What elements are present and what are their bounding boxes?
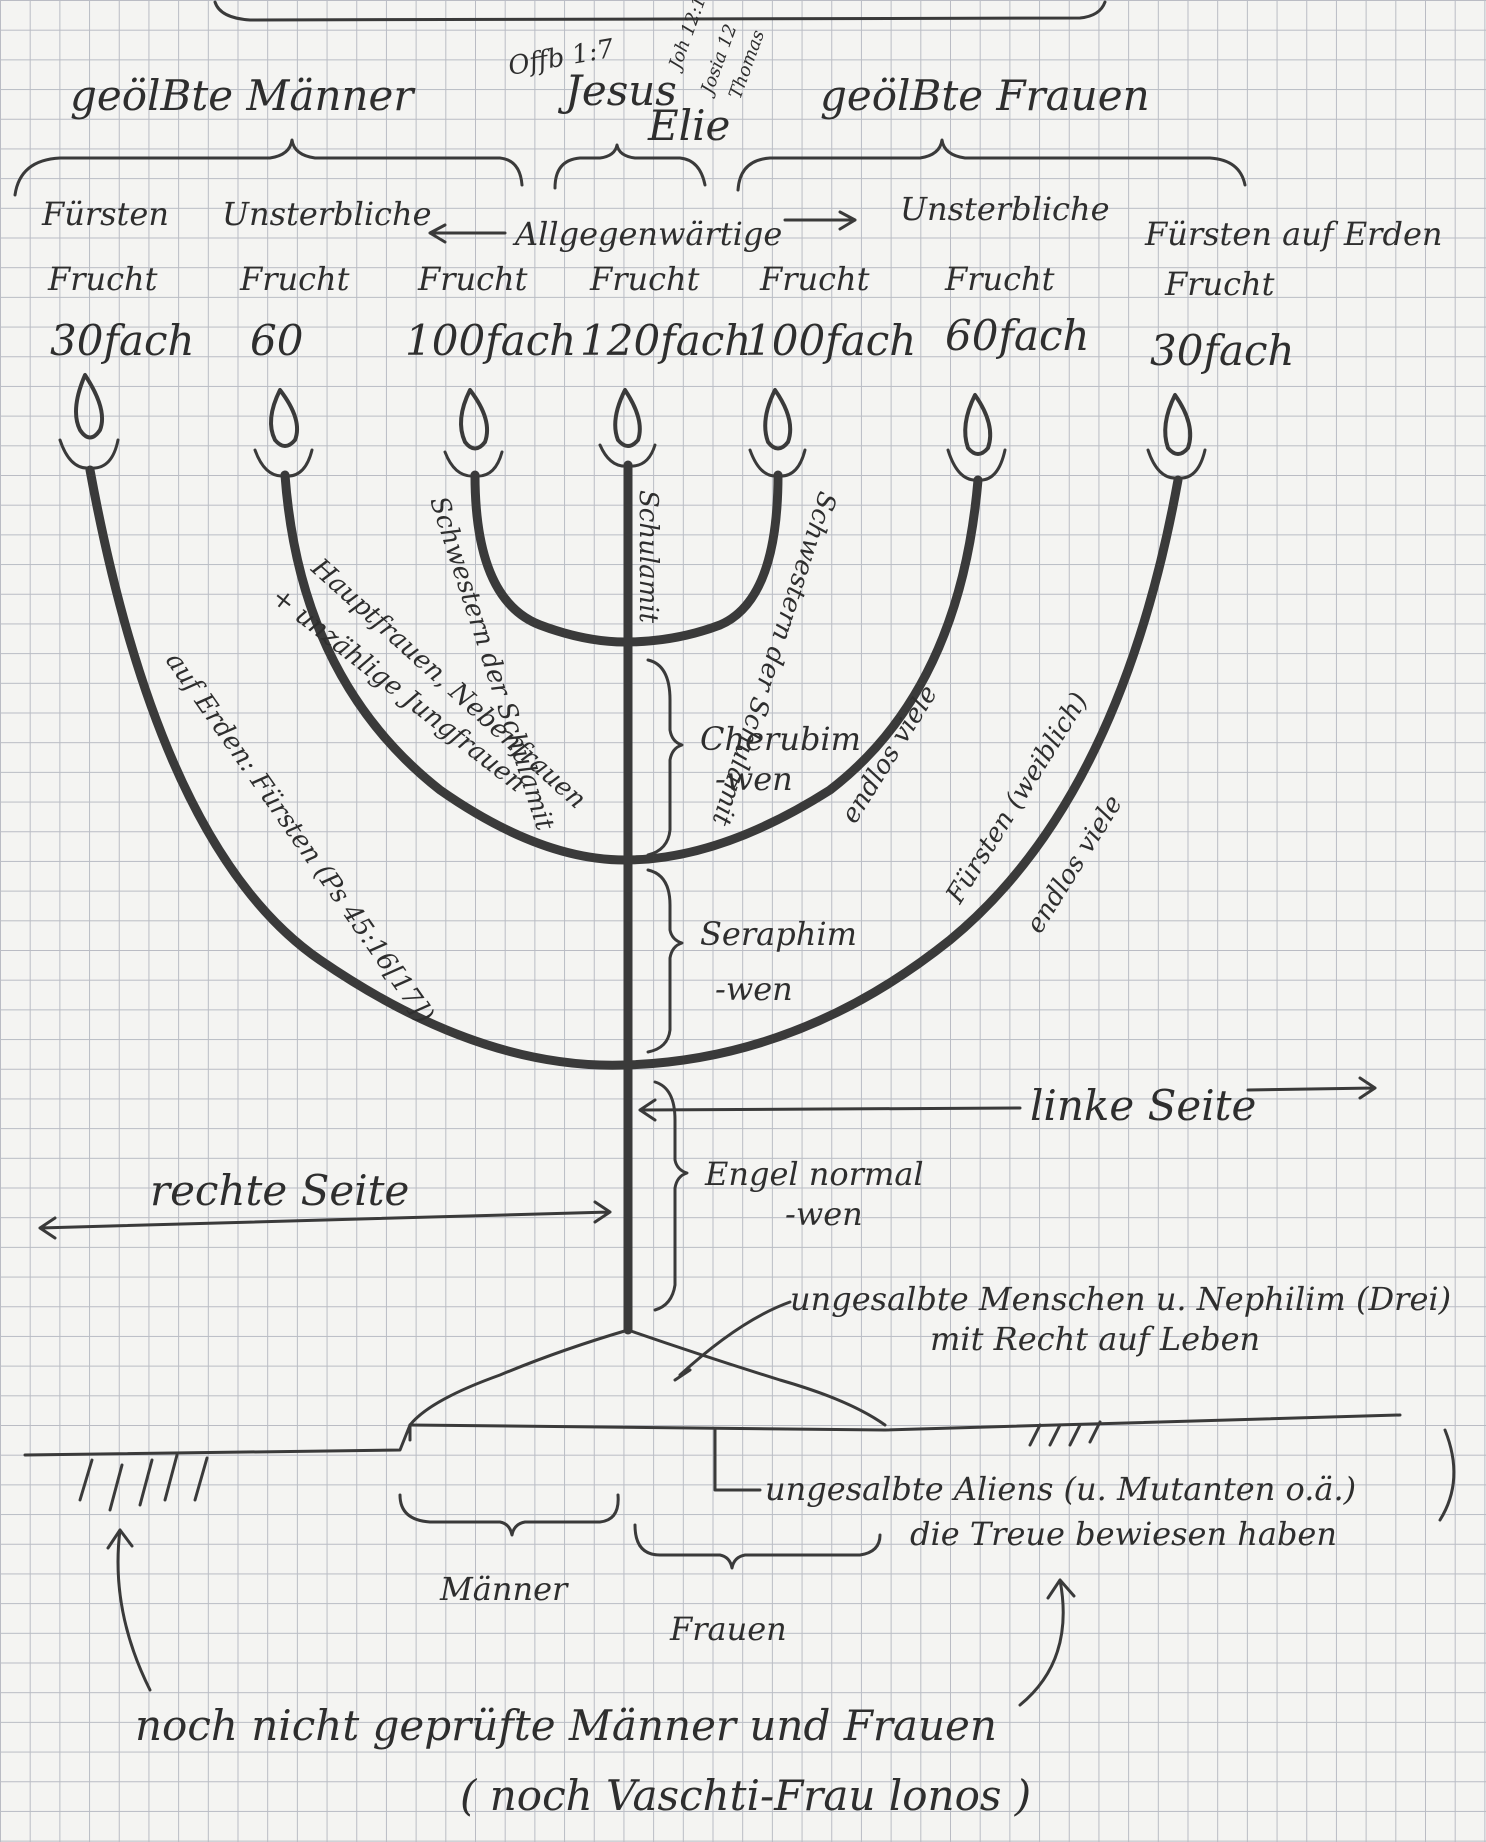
- lamp-7-group: Fürsten auf Erden: [1144, 215, 1443, 253]
- lamp-4-flame: [600, 390, 655, 466]
- elie-label: Elie: [647, 101, 730, 150]
- women-brace: [738, 140, 1245, 190]
- omnipresent-label: Allgegenwärtige: [512, 215, 782, 253]
- cherubim-brace: [648, 660, 682, 855]
- lamp-1-amount: 30fach: [50, 316, 195, 365]
- label-endlos-3: endlos viele: [1020, 790, 1128, 939]
- lamp-1-group: Fürsten: [41, 195, 169, 233]
- flames: [60, 375, 1205, 480]
- bottom-arrow-left: [108, 1530, 150, 1690]
- men-base-brace: [400, 1495, 618, 1535]
- seraphim-1: Seraphim: [700, 915, 857, 953]
- aliens-1: ungesalbte Aliens (u. Mutanten o.ä.): [765, 1470, 1356, 1508]
- right-side-label: rechte Seite: [150, 1166, 409, 1215]
- seraphim-2: -wen: [715, 970, 793, 1008]
- lamp-6-amount: 60fach: [945, 311, 1090, 360]
- ground-hatch-left: [80, 1455, 207, 1510]
- cherubim-2: -wen: [715, 760, 793, 798]
- base-inner-line: [410, 1425, 885, 1430]
- men-brace: [15, 140, 522, 195]
- jesus-brace: [555, 145, 705, 188]
- angel-brace: [655, 1082, 687, 1310]
- lamp-6-fruit: Frucht: [944, 260, 1055, 298]
- lamp-6-flame: [948, 395, 1005, 480]
- lamp-7-amount: 30fach: [1150, 326, 1295, 375]
- lamp-5-fruit: Frucht: [759, 260, 870, 298]
- lamp-3-fruit: Frucht: [417, 260, 528, 298]
- aliens-2: die Treue bewiesen haben: [910, 1515, 1337, 1553]
- lamp-7-fruit: Frucht: [1164, 265, 1275, 303]
- lamp-3-flame: [445, 390, 502, 476]
- men-base-label: Männer: [439, 1570, 569, 1608]
- lamp-2-group: Unsterbliche: [222, 195, 432, 233]
- men-heading: geölBte Männer: [70, 71, 416, 120]
- angel-1: Engel normal: [704, 1155, 924, 1193]
- lamp-3-amount: 100fach: [405, 316, 576, 365]
- lamp-2-amount: 60: [250, 316, 303, 365]
- base-mound: [410, 1330, 885, 1425]
- ground-line: [25, 1415, 1400, 1455]
- aliens-paren: [1440, 1430, 1454, 1520]
- base-note-1: ungesalbte Menschen u. Nephilim (Drei): [790, 1280, 1451, 1318]
- women-heading: geölBte Frauen: [820, 71, 1150, 120]
- left-side-arrow-in: [640, 1100, 1020, 1120]
- women-base-label: Frauen: [669, 1610, 787, 1648]
- lamp-6-group: Unsterbliche: [900, 190, 1110, 228]
- cherubim-1: Cherubim: [700, 720, 861, 758]
- women-base-brace: [635, 1525, 880, 1568]
- left-side-label: linke Seite: [1030, 1081, 1256, 1130]
- left-side-arrow-out: [1248, 1078, 1375, 1098]
- omni-arrow-right: [785, 212, 855, 229]
- bottom-arrow-right: [1020, 1580, 1074, 1705]
- lamp-1-fruit: Frucht: [47, 260, 158, 298]
- lamp-2-flame: [255, 390, 312, 476]
- base-note-2: mit Recht auf Leben: [930, 1320, 1260, 1358]
- lamp-4-fruit: Frucht: [589, 260, 700, 298]
- aliens-pointer: [715, 1430, 760, 1490]
- omni-arrow-left: [430, 225, 505, 242]
- bottom-caption-1: noch nicht geprüfte Männer und Frauen: [135, 1701, 997, 1750]
- lamp-4-amount: 120fach: [580, 316, 751, 365]
- angel-2: -wen: [785, 1195, 863, 1233]
- top-bracket: [215, 2, 1105, 20]
- lamp-5-flame: [750, 390, 805, 476]
- lamp-1-flame: [60, 375, 118, 468]
- base-note-pointer: [680, 1302, 790, 1375]
- bottom-caption-2: ( noch Vaschti-Frau lonos ): [460, 1771, 1031, 1820]
- lamp-7-flame: [1148, 395, 1205, 478]
- lamp-2-fruit: Frucht: [239, 260, 350, 298]
- seraphim-brace: [648, 870, 682, 1052]
- label-schulamit: Schulamit: [633, 490, 663, 624]
- lamp-5-amount: 100fach: [745, 316, 916, 365]
